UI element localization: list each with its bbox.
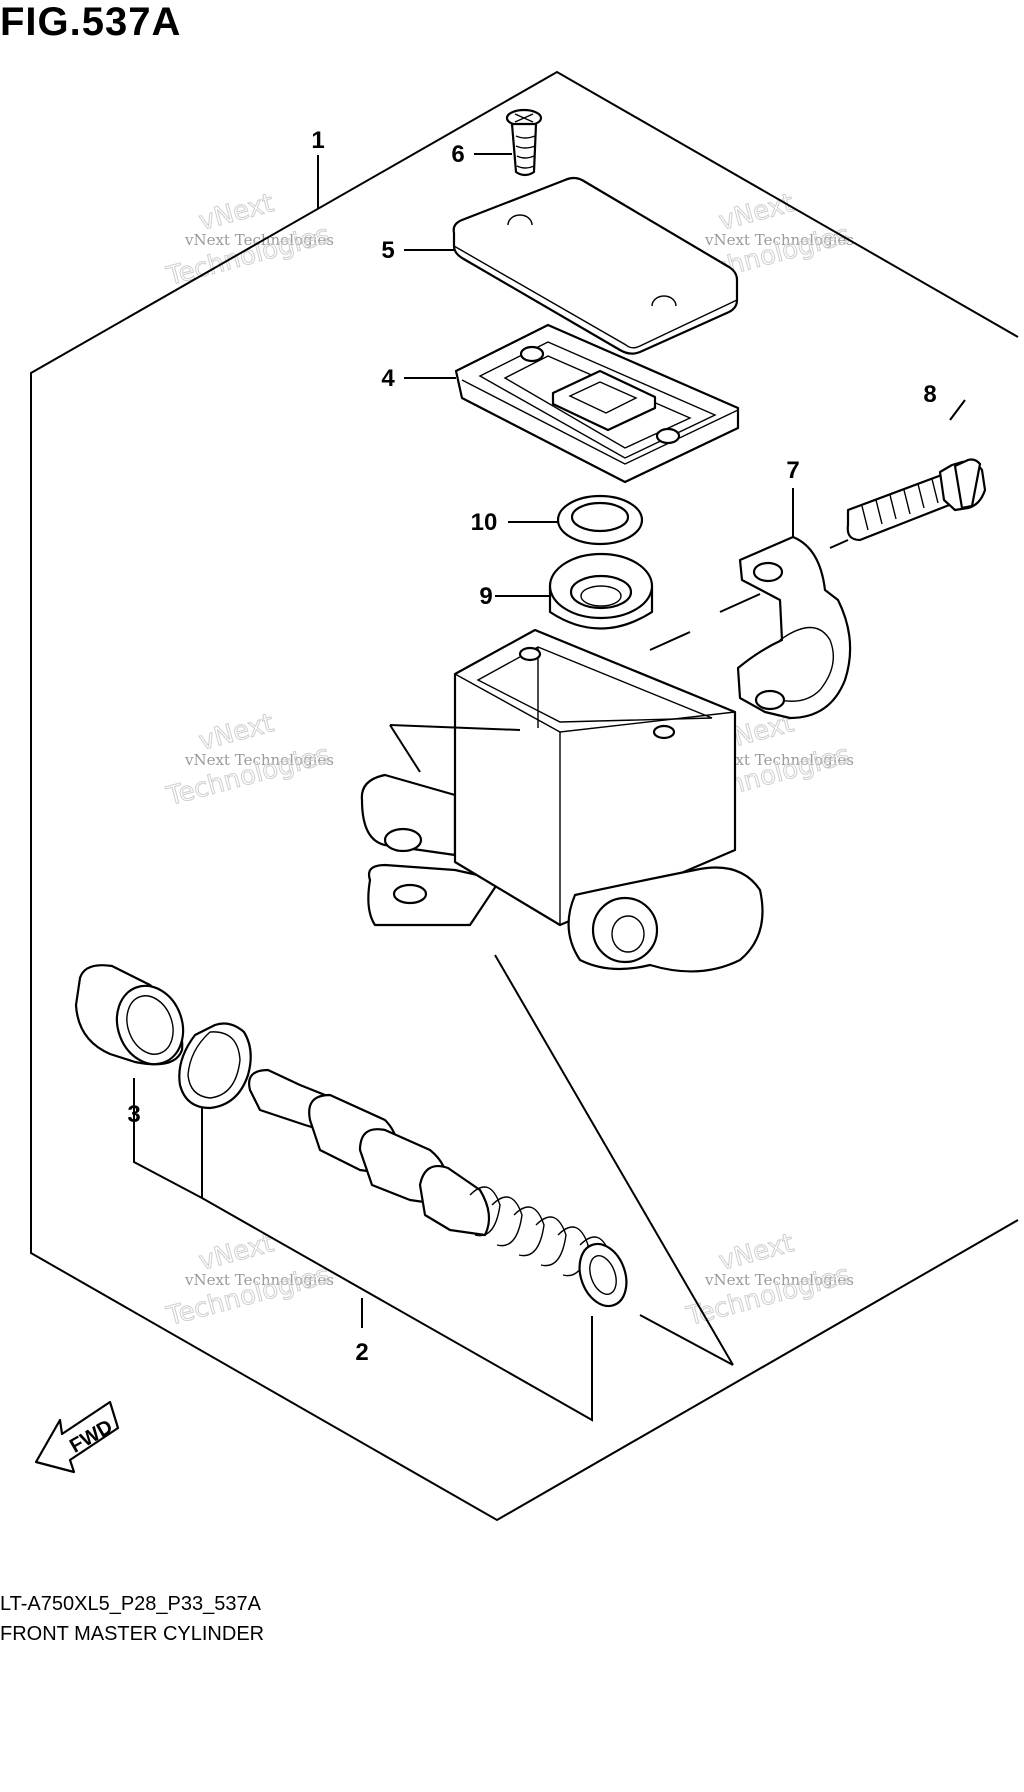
part-8-bolt xyxy=(846,458,987,542)
callouts: 1 2 3 4 5 6 7 8 9 10 xyxy=(127,127,936,1366)
watermark-text: vNext Technologies xyxy=(184,1271,334,1289)
leader-lines xyxy=(133,153,966,1422)
model-code: LT-A750XL5_P28_P33_537A xyxy=(0,1593,261,1615)
watermark-text: vNext xyxy=(196,708,277,757)
fwd-arrow-icon: FWD xyxy=(34,1400,120,1474)
master-cylinder-body xyxy=(360,628,764,973)
part-3-dust-boot xyxy=(74,964,185,1066)
part-5-cap xyxy=(452,176,739,355)
callout-8: 8 xyxy=(923,381,936,408)
callout-2: 2 xyxy=(355,1339,368,1366)
part-7-clamp xyxy=(736,535,852,720)
part-9-bushing xyxy=(548,552,654,630)
watermark-text: vNext Technologies xyxy=(704,231,854,249)
callout-10: 10 xyxy=(471,509,498,536)
callout-5: 5 xyxy=(381,237,394,264)
callout-1: 1 xyxy=(311,127,324,154)
watermark-text: vNext Technologies xyxy=(184,231,334,249)
callout-6: 6 xyxy=(451,141,464,168)
callout-7: 7 xyxy=(786,457,799,484)
circlip xyxy=(178,1022,252,1110)
part-4-diaphragm-plate xyxy=(454,323,740,484)
watermark-text: vNext Technologies xyxy=(704,1271,854,1289)
part-10-o-ring xyxy=(556,494,644,546)
watermark-text: vNext xyxy=(196,188,277,237)
callout-4: 4 xyxy=(381,365,395,392)
watermark-text: vNext xyxy=(196,1228,277,1277)
figure-title: FIG.537A xyxy=(0,0,182,44)
watermark-text: vNext Technologies xyxy=(184,751,334,769)
watermark-text: vNext Technologies xyxy=(704,751,854,769)
part-2-piston-spring xyxy=(248,1068,628,1308)
figure-name: FRONT MASTER CYLINDER xyxy=(0,1623,265,1645)
watermark-text: vNext xyxy=(716,188,797,237)
callout-3: 3 xyxy=(127,1101,140,1128)
part-6-screw xyxy=(505,108,543,177)
callout-9: 9 xyxy=(479,583,492,610)
watermark-text: vNext xyxy=(716,1228,797,1277)
assembly-boundary xyxy=(30,70,1019,1522)
